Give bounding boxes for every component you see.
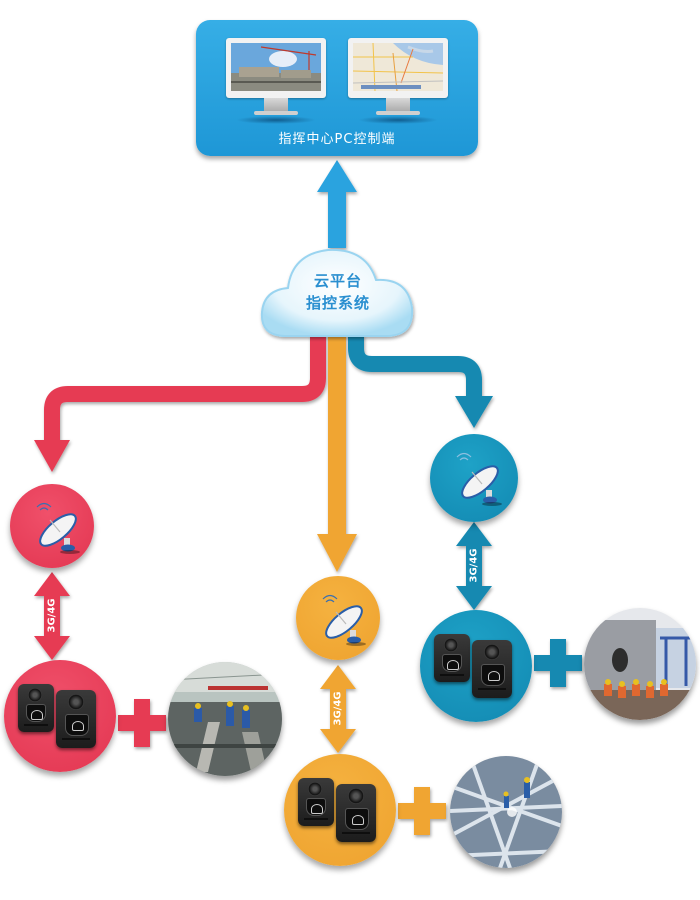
body-camera-icon — [434, 634, 470, 682]
blue-satellite-station — [430, 434, 518, 522]
monitor-video-feed — [226, 38, 326, 126]
blue-branch-arrow — [348, 335, 493, 428]
red-network-label: 3G/4G — [46, 598, 58, 633]
city-map-image — [353, 43, 443, 91]
red-branch-arrow — [34, 335, 326, 472]
command-center-title: 指挥中心PC控制端 — [278, 132, 396, 147]
red-satellite-station — [10, 484, 94, 568]
body-camera-icon — [472, 640, 512, 698]
satellite-dish-icon — [36, 502, 80, 554]
red-plus-icon — [118, 699, 166, 747]
blue-body-camera-node — [420, 610, 532, 722]
body-camera-icon — [298, 778, 334, 826]
satellite-dish-icon — [322, 594, 366, 646]
orange-3g4g-double-arrow — [320, 665, 356, 753]
monitor-map-view — [348, 38, 448, 126]
blue-3g4g-double-arrow — [456, 522, 492, 610]
blue-plus-icon — [534, 639, 582, 687]
cloud-platform: 云平台 指控系统 — [258, 232, 418, 342]
red-3g4g-double-arrow — [34, 572, 70, 660]
blue-network-label: 3G/4G — [468, 548, 480, 583]
steel-truss-scene-photo — [450, 756, 562, 868]
body-camera-icon — [56, 690, 96, 748]
cloud-title-line2: 指控系统 — [305, 294, 370, 312]
orange-network-label: 3G/4G — [332, 691, 344, 726]
satellite-dish-icon — [456, 452, 502, 506]
orange-plus-icon — [398, 787, 446, 835]
body-camera-icon — [18, 684, 54, 732]
orange-satellite-station — [296, 576, 380, 660]
orange-branch-arrow — [317, 335, 357, 572]
cloud-title-line1: 云平台 — [313, 272, 362, 290]
command-center-panel: 指挥中心PC控制端 — [196, 20, 478, 156]
up-arrow-to-command-center — [317, 160, 357, 248]
cloud-icon — [260, 248, 414, 337]
orange-body-camera-node — [284, 754, 396, 866]
factory-scene-photo — [168, 662, 282, 776]
shipyard-scene-photo — [584, 608, 696, 720]
red-body-camera-node — [4, 660, 116, 772]
construction-site-image — [231, 43, 321, 91]
body-camera-icon — [336, 784, 376, 842]
